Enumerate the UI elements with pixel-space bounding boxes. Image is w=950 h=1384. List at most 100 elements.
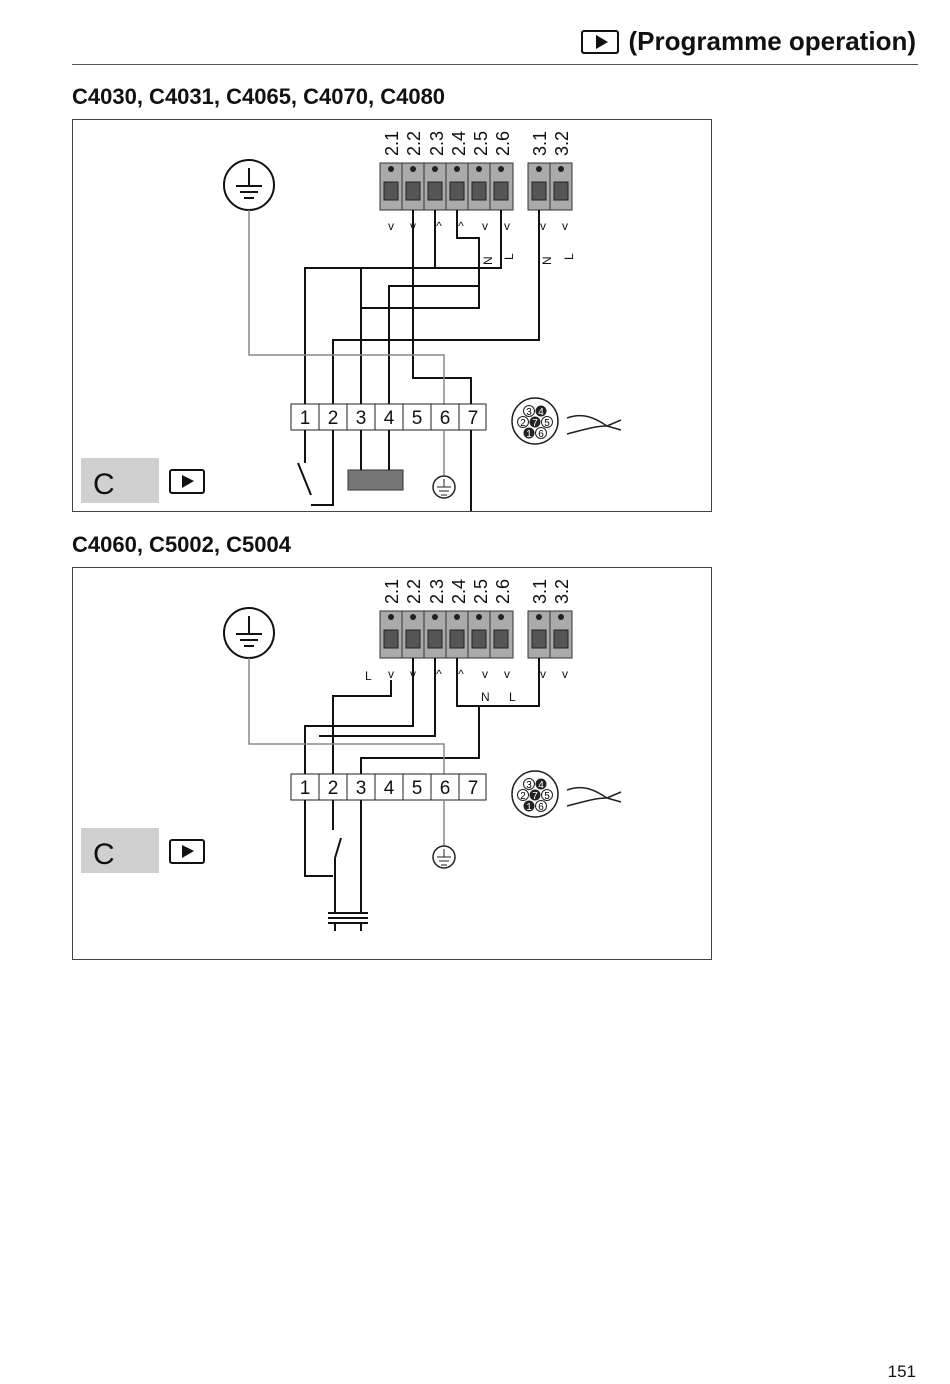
block-number: 7 <box>468 408 479 429</box>
connector-pin: 2 <box>520 791 526 802</box>
block-number: 5 <box>412 778 423 799</box>
block-number: 5 <box>412 408 423 429</box>
terminal-label: 2.4 <box>449 579 469 604</box>
play-button-icon <box>169 839 205 864</box>
terminal-label: 2.6 <box>493 131 513 156</box>
line-label-l: L <box>509 690 516 704</box>
line-label-l: L <box>562 253 576 260</box>
connector-pin: 1 <box>526 429 532 440</box>
wiring-diagram-1-svg: 2.1 2.2 2.3 2.4 2.5 2.6 3.1 3.2 <box>81 131 622 511</box>
line-label-l: L <box>502 253 516 260</box>
connector-pin: 3 <box>526 780 532 791</box>
earth-wire <box>248 210 445 404</box>
terminal-label: 2.5 <box>471 579 491 604</box>
wiring-diagram-2: 2.1 2.2 2.3 2.4 2.5 2.6 3.1 3.2 <box>72 567 712 960</box>
arrow-mark: ^ <box>436 219 442 233</box>
play-button-icon <box>580 29 619 54</box>
block-number: 2 <box>328 408 339 429</box>
block-number: 6 <box>440 408 451 429</box>
page-number: 151 <box>887 1362 916 1381</box>
wiring-diagram-1: 2.1 2.2 2.3 2.4 2.5 2.6 3.1 3.2 <box>72 119 712 512</box>
connector-pin: 6 <box>538 429 544 440</box>
line-label-n: N <box>540 256 554 265</box>
block-number: 4 <box>384 778 395 799</box>
terminal-strip-right <box>527 162 573 211</box>
terminal-label: 2.3 <box>427 579 447 604</box>
arrow-mark: v <box>388 219 394 233</box>
connector-plug-icon: 3 4 2 7 5 1 6 <box>511 770 559 818</box>
transformer-icon <box>328 912 368 931</box>
switch-icon <box>304 800 362 913</box>
connector-pin: 5 <box>544 791 550 802</box>
terminal-label: 2.6 <box>493 579 513 604</box>
block-number: 6 <box>440 778 451 799</box>
terminal-label: 2.2 <box>404 579 424 604</box>
earth-symbol-icon <box>223 607 275 659</box>
terminal-label: 3.1 <box>530 131 550 156</box>
block-number: 7 <box>468 778 479 799</box>
block-number: 3 <box>356 778 367 799</box>
arrow-mark: v <box>540 667 546 681</box>
switch-icon <box>297 430 334 506</box>
arrow-mark: v <box>562 219 568 233</box>
connector-pin: 3 <box>526 407 532 418</box>
section-heading-1: C4030, C4031, C4065, C4070, C4080 <box>72 84 446 109</box>
pliers-icon <box>566 414 622 435</box>
pliers-icon <box>566 786 622 807</box>
block-number: 1 <box>300 408 311 429</box>
terminal-label: 2.2 <box>404 131 424 156</box>
block-number: 4 <box>384 408 395 429</box>
connector-pin: 1 <box>526 802 532 813</box>
arrow-mark: v <box>504 667 510 681</box>
terminal-label: 3.2 <box>552 131 572 156</box>
block-number: 2 <box>328 778 339 799</box>
terminal-strip-left <box>379 162 514 211</box>
header-title-group: (Programme operation) <box>580 26 917 57</box>
arrow-mark: ^ <box>458 219 464 233</box>
block-number: 1 <box>300 778 311 799</box>
arrow-mark: v <box>388 667 394 681</box>
arrow-mark: v <box>482 219 488 233</box>
earth-wire <box>248 658 445 778</box>
terminal-label: 3.1 <box>530 579 550 604</box>
terminal-label: 2.4 <box>449 131 469 156</box>
earth-small-icon <box>432 845 456 869</box>
connector-pin: 7 <box>532 418 538 429</box>
arrow-mark: ^ <box>458 667 464 681</box>
mode-letter: C <box>93 838 115 871</box>
connector-pin: 4 <box>538 780 544 791</box>
terminal-label: 3.2 <box>552 579 572 604</box>
mode-letter: C <box>93 468 115 501</box>
arrow-mark: v <box>482 667 488 681</box>
connector-pin: 6 <box>538 802 544 813</box>
arrow-mark: v <box>562 667 568 681</box>
connector-pin: 7 <box>532 791 538 802</box>
connector-pin: 2 <box>520 418 526 429</box>
line-label-l: L <box>365 669 372 683</box>
terminal-label: 2.5 <box>471 131 491 156</box>
connector-pin: 4 <box>538 407 544 418</box>
connector-pin: 5 <box>544 418 550 429</box>
wiring-lines <box>304 210 540 404</box>
mode-box <box>81 828 159 873</box>
line-label-n: N <box>481 256 495 265</box>
terminal-strip-left <box>379 610 514 659</box>
terminal-label: 2.1 <box>382 131 402 156</box>
wiring-lines <box>304 658 540 778</box>
line-label-n: N <box>481 690 490 704</box>
arrow-mark: ^ <box>436 667 442 681</box>
arrow-mark: v <box>504 219 510 233</box>
terminal-label: 2.3 <box>427 131 447 156</box>
section-heading-2: C4060, C5002, C5004 <box>72 532 291 557</box>
terminal-block: 1 2 3 4 5 6 7 <box>290 403 487 431</box>
block-number: 3 <box>356 408 367 429</box>
header-title: (Programme operation) <box>628 26 917 56</box>
terminal-label: 2.1 <box>382 579 402 604</box>
page-header: (Programme operation) <box>72 20 918 65</box>
load-component-icon <box>347 469 404 491</box>
wiring-diagram-2-svg: 2.1 2.2 2.3 2.4 2.5 2.6 3.1 3.2 <box>81 579 622 931</box>
terminal-strip-right <box>527 610 573 659</box>
terminal-block: 1 2 3 4 5 6 7 <box>290 773 487 801</box>
play-button-icon <box>169 469 205 494</box>
earth-symbol-icon <box>223 159 275 211</box>
